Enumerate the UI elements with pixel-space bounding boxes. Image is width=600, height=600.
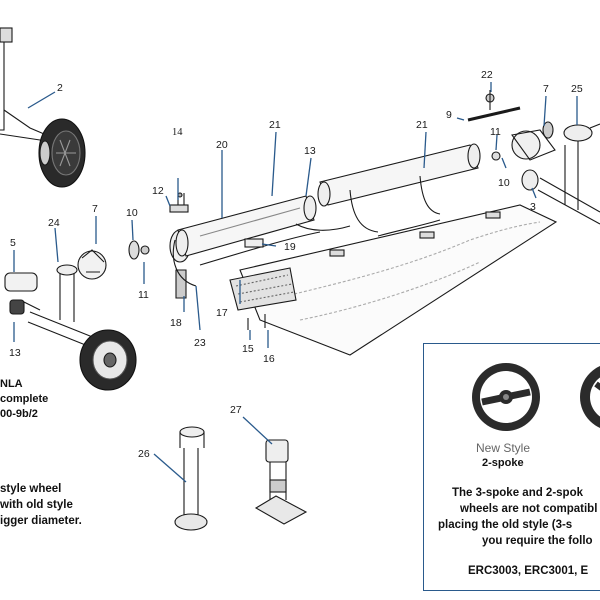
callout-3: 3 xyxy=(530,201,536,213)
callout-14: 14 xyxy=(172,127,183,138)
callout-2: 2 xyxy=(57,82,63,94)
callout-11a: 11 xyxy=(138,289,149,301)
right-stand xyxy=(521,123,600,225)
wheel-note-line-1: style wheel xyxy=(0,483,62,495)
callout-21b: 21 xyxy=(416,119,428,131)
callout-9: 9 xyxy=(446,109,452,121)
callout-22: 22 xyxy=(481,69,493,81)
callout-10b: 10 xyxy=(498,177,510,189)
left-upper-stand xyxy=(0,27,71,151)
wheel-upper-left xyxy=(38,118,86,188)
wheel-compatibility-box: New Style 2-spoke O The 3-spoke and 2-sp… xyxy=(423,343,600,591)
left-tube xyxy=(169,195,321,287)
callout-7a: 7 xyxy=(92,203,98,215)
nla-line-2: complete xyxy=(0,393,49,405)
part-numbers-line: ERC3003, ERC3001, E xyxy=(468,565,589,577)
callout-23: 23 xyxy=(194,337,206,349)
stand-27 xyxy=(254,439,308,525)
callout-26: 26 xyxy=(138,448,150,460)
wheel-note-line-2: with old style xyxy=(0,499,73,511)
callout-12: 12 xyxy=(152,185,164,197)
wheel-note-line-3: igger diameter. xyxy=(0,515,82,527)
callout-27: 27 xyxy=(230,404,242,416)
new-style-label: New Style xyxy=(476,441,531,455)
callout-25: 25 xyxy=(571,83,583,95)
callout-15: 15 xyxy=(242,343,254,355)
leader-lines xyxy=(13,82,578,483)
callout-21a: 21 xyxy=(269,119,281,131)
callout-20: 20 xyxy=(216,139,228,151)
nla-line-3: 00-9b/2 xyxy=(0,408,38,420)
callout-16: 16 xyxy=(263,353,275,365)
callout-13b: 13 xyxy=(304,145,316,157)
old-style-wheel-icon xyxy=(580,366,600,428)
callout-11b: 11 xyxy=(490,126,501,138)
callout-7b: 7 xyxy=(543,83,549,95)
compat-note-line-2: wheels are not compatibl xyxy=(460,503,598,515)
right-tube xyxy=(295,143,481,237)
callout-5: 5 xyxy=(10,237,16,249)
stand-26 xyxy=(174,426,208,531)
callout-18: 18 xyxy=(170,317,182,329)
new-style-wheel-icon xyxy=(472,363,540,431)
callout-19: 19 xyxy=(284,241,296,253)
compat-note-line-4: you require the follo xyxy=(482,535,593,547)
callout-17: 17 xyxy=(216,307,228,319)
strap-plate xyxy=(229,267,297,330)
right-end-cap xyxy=(467,93,556,161)
wheel-lower-left xyxy=(79,329,137,391)
callout-10a: 10 xyxy=(126,207,138,219)
compat-note-line-3: placing the old style (3-s xyxy=(438,519,573,531)
cover-sheet xyxy=(239,204,558,356)
wheel-icons xyxy=(472,363,600,431)
compat-note-line-1: The 3-spoke and 2-spok xyxy=(452,487,584,499)
nla-line-1: NLA xyxy=(0,378,23,390)
two-spoke-label: 2-spoke xyxy=(482,457,524,469)
callout-13a: 13 xyxy=(9,347,21,359)
callout-24: 24 xyxy=(48,217,60,229)
callouts: 2 3 5 7 7 9 10 10 11 11 12 13 13 14 15 1… xyxy=(9,69,583,460)
